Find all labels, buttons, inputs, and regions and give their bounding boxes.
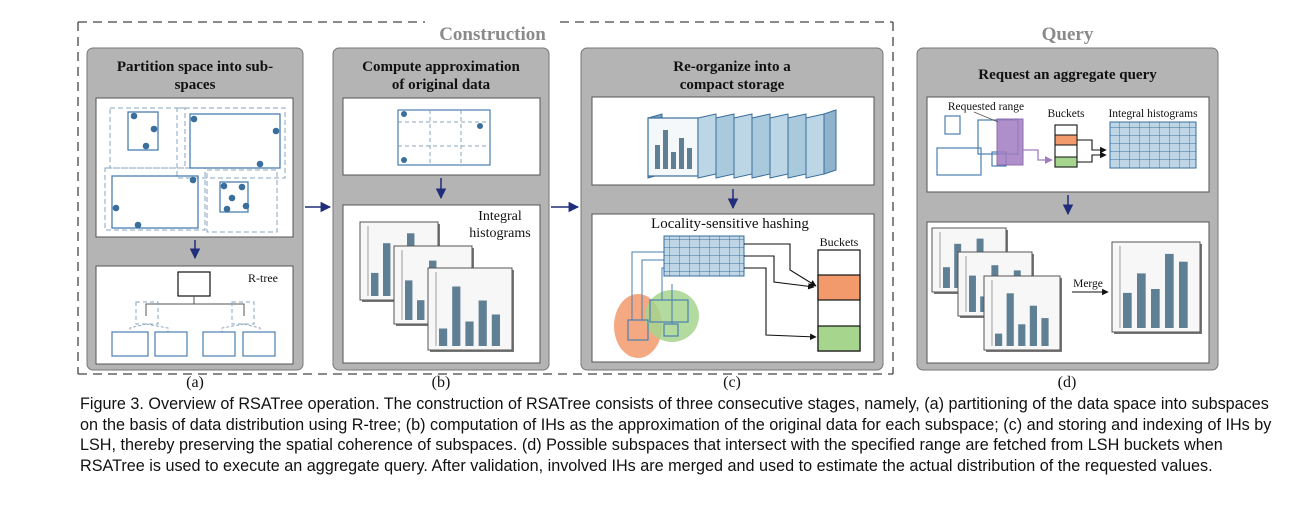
panel-c-title-line2: compact storage — [679, 77, 785, 93]
r-tree-label: R-tree — [248, 271, 278, 285]
partition-space-box — [95, 97, 294, 238]
tag-b: (b) — [431, 374, 451, 391]
requested-range-rect — [996, 118, 1024, 166]
merged-histogram-card — [1111, 241, 1202, 334]
panel-a-title: Partition space into sub-spaces — [116, 59, 274, 93]
query-title: Query — [1041, 24, 1094, 45]
compact-storage-icon — [647, 109, 837, 179]
panel-b-title-line1: Compute approximation — [362, 59, 520, 75]
histogram-stack-b — [359, 221, 514, 352]
r-tree-box — [95, 265, 294, 365]
construction-frame — [77, 21, 894, 375]
lsh-label: Locality-sensitive hashing — [651, 216, 809, 232]
histogram-card — [983, 275, 1062, 352]
rsatree-overview-diagram — [77, 21, 1219, 375]
merge-label: Merge — [1073, 278, 1103, 290]
panel-c-title-line1: Re-organize into a — [673, 59, 791, 75]
panel-d-title: Request an aggregate query — [978, 67, 1157, 83]
integral-histograms-label-2: histograms — [469, 226, 531, 241]
panel-b-title-line2: of original data — [391, 77, 491, 93]
query-buckets-label: Buckets — [1047, 108, 1085, 120]
query-box — [926, 96, 1210, 193]
construction-title: Construction — [439, 24, 546, 45]
tag-d: (d) — [1057, 374, 1077, 391]
approximation-box — [342, 97, 541, 176]
requested-range-label: Requested range — [947, 101, 1025, 113]
tag-c: (c) — [723, 374, 741, 391]
lsh-box — [591, 213, 875, 363]
tag-a: (a) — [186, 374, 204, 391]
histogram-card — [427, 267, 514, 352]
integral-histograms-label-1: Integral — [478, 209, 522, 224]
query-ih-label: Integral histograms — [1108, 108, 1198, 120]
lsh-buckets-label: Buckets — [819, 235, 859, 249]
figure-caption: Figure 3. Overview of RSATree operation.… — [80, 395, 1272, 475]
histogram-stack-d — [931, 227, 1202, 352]
